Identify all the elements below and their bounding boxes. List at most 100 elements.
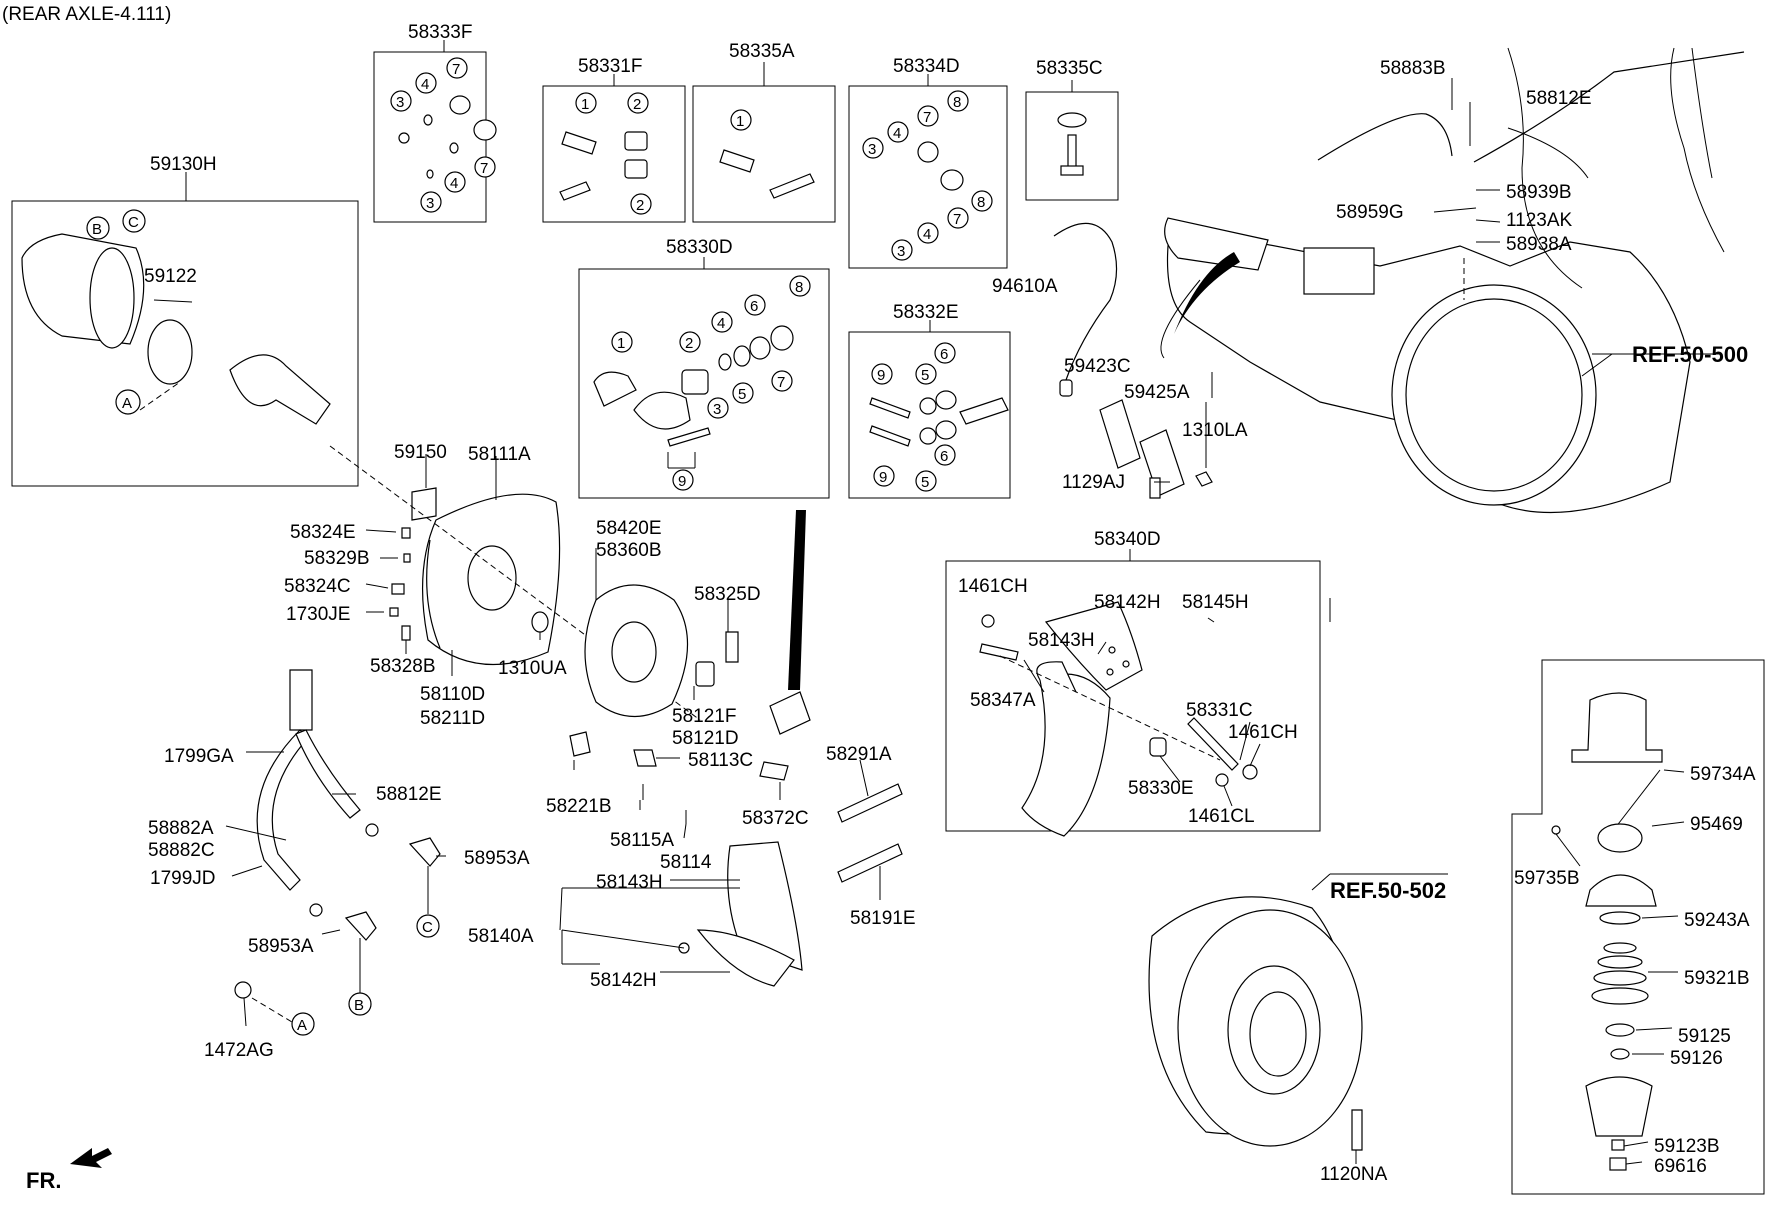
label-59321B: 59321B <box>1684 968 1750 989</box>
svg-text:7: 7 <box>480 160 488 177</box>
svg-text:B: B <box>354 997 364 1014</box>
label-58953A-left: 58953A <box>248 936 314 957</box>
svg-text:1: 1 <box>736 113 744 130</box>
label-1120NA: 1120NA <box>1320 1164 1388 1185</box>
sensor-cable-94610A <box>1053 222 1118 381</box>
svg-text:7: 7 <box>953 211 961 228</box>
leader-lines <box>153 78 1720 1165</box>
box-label-58330D: 58330D <box>666 237 733 258</box>
svg-text:8: 8 <box>953 94 961 111</box>
svg-text:4: 4 <box>717 315 725 332</box>
fr-label: FR. <box>26 1168 61 1193</box>
label-REF50500: REF.50-500 <box>1632 342 1748 367</box>
label-58959G: 58959G <box>1336 202 1404 223</box>
kit-box-58332E: 58332E 9 5 6 6 9 5 <box>848 302 1011 499</box>
label-58812E-top: 58812E <box>1526 88 1592 109</box>
svg-text:C: C <box>422 919 433 936</box>
label-58882C: 58882C <box>148 840 215 861</box>
svg-text:1: 1 <box>617 335 625 352</box>
nut-1310UA <box>531 611 549 633</box>
label-1799JD: 1799JD <box>150 868 216 889</box>
label-58110D: 58110D <box>420 684 485 705</box>
label-58140A: 58140A <box>468 926 534 947</box>
label-58121F: 58121F <box>672 706 736 727</box>
label-59126: 59126 <box>1670 1048 1723 1069</box>
svg-text:3: 3 <box>396 94 404 111</box>
cam-sleeve <box>769 691 811 735</box>
label-58111A: 58111A <box>468 444 531 465</box>
bushing-58221B <box>569 731 591 757</box>
fitting-58953A-right <box>408 837 441 867</box>
backing-plate-58111A <box>421 493 561 666</box>
svg-text:3: 3 <box>897 243 905 260</box>
label-58221B: 58221B <box>546 796 612 817</box>
bushing-58121F <box>695 661 715 687</box>
svg-text:6: 6 <box>940 346 948 363</box>
label-58291A: 58291A <box>826 744 892 765</box>
box-label-58335C: 58335C <box>1036 58 1103 79</box>
part-labels: 58883B 58812E 58939B 58959G 1123AK 58938… <box>144 58 1756 1185</box>
label-58372C: 58372C <box>742 808 809 829</box>
label-58882A: 58882A <box>148 818 214 839</box>
label-58191E: 58191E <box>850 908 916 929</box>
label-59122: 59122 <box>144 266 197 287</box>
label-59125: 59125 <box>1678 1026 1731 1047</box>
sensor-head <box>1059 379 1073 397</box>
svg-text:C: C <box>128 214 139 231</box>
label-1310UA: 1310UA <box>498 658 567 679</box>
svg-text:5: 5 <box>921 474 929 491</box>
chamber-base <box>1585 1076 1653 1137</box>
svg-text:2: 2 <box>633 96 641 113</box>
box-label-58332E: 58332E <box>893 302 959 323</box>
fr-arrow-icon <box>70 1148 112 1168</box>
svg-text:5: 5 <box>738 386 746 403</box>
svg-text:A: A <box>297 1017 307 1034</box>
label-1129AJ: 1129AJ <box>1062 472 1125 493</box>
label-58347A: 58347A <box>970 690 1036 711</box>
svg-text:3: 3 <box>426 195 434 212</box>
label-58328B: 58328B <box>370 656 436 677</box>
spring-58191E <box>837 843 903 883</box>
label-59735B: 59735B <box>1514 868 1580 889</box>
label-58324C: 58324C <box>284 576 351 597</box>
label-58121D: 58121D <box>672 728 739 749</box>
label-1799GA: 1799GA <box>164 746 234 767</box>
label-1730JE: 1730JE <box>286 604 350 625</box>
label-58325D: 58325D <box>694 584 761 605</box>
brake-shoe-58140A <box>696 841 803 987</box>
svg-text:B: B <box>92 221 102 238</box>
box-label-58333F: 58333F <box>408 22 472 43</box>
label-58142H-lower: 58142H <box>590 970 657 991</box>
box-label-58340D: 58340D <box>1094 529 1161 550</box>
spring-58291A <box>837 783 903 823</box>
housing-pointer-arrow <box>1174 252 1240 334</box>
kit-box-58331F: 58331F 1 2 2 <box>542 56 686 223</box>
kit-box-59130H: 59130H B C A <box>11 154 359 487</box>
label-58324E: 58324E <box>290 522 356 543</box>
label-58145H: 58145H <box>1182 592 1249 613</box>
label-59150: 59150 <box>394 442 447 463</box>
svg-text:9: 9 <box>877 367 885 384</box>
svg-text:6: 6 <box>750 298 758 315</box>
kit-box-58335C: 58335C <box>1025 58 1119 201</box>
brake-line-58812E-top <box>1473 51 1745 163</box>
svg-text:A: A <box>122 395 132 412</box>
label-59123B: 59123B <box>1654 1136 1720 1157</box>
kit-box-58334D: 58334D 3 4 7 8 7 8 4 3 <box>848 56 1008 269</box>
label-59243A: 59243A <box>1684 910 1750 931</box>
label-1472AG: 1472AG <box>204 1040 274 1061</box>
label-1461CH-a: 1461CH <box>958 576 1028 597</box>
clamp-95469 <box>1597 823 1643 853</box>
block-58372C <box>759 761 789 781</box>
svg-text:1: 1 <box>581 96 589 113</box>
label-59734A: 59734A <box>1690 764 1756 785</box>
svg-text:8: 8 <box>977 194 985 211</box>
label-58939B: 58939B <box>1506 182 1572 203</box>
svg-text:5: 5 <box>921 367 929 384</box>
label-58142H-box: 58142H <box>1094 592 1161 613</box>
label-59423C: 59423C <box>1064 356 1131 377</box>
svg-text:9: 9 <box>678 473 686 490</box>
svg-text:9: 9 <box>879 469 887 486</box>
label-58812E-lower: 58812E <box>376 784 442 805</box>
